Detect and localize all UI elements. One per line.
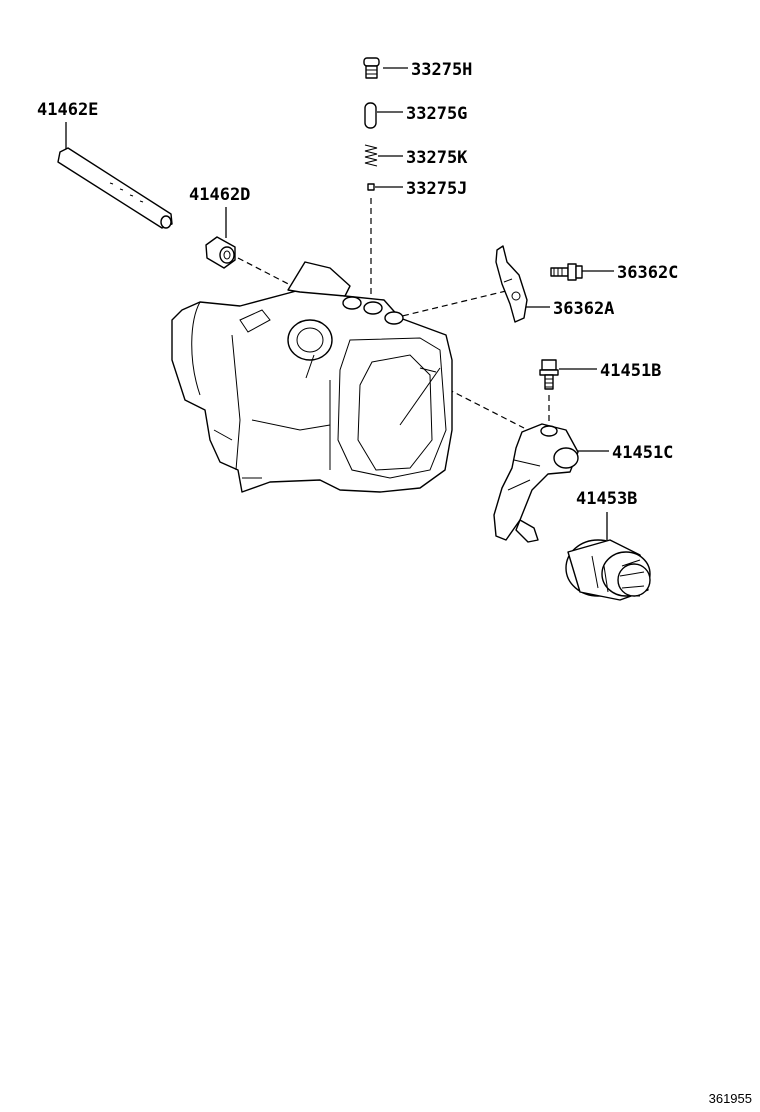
- bolt-36362C: [550, 263, 583, 281]
- label-33275K: 33275K: [406, 148, 468, 168]
- plug-33275H: [363, 57, 380, 79]
- bushing-41462D: [205, 236, 236, 269]
- label-41451B: 41451B: [600, 361, 661, 381]
- shift-rod-41462E: [57, 147, 173, 229]
- label-33275G: 33275G: [406, 104, 467, 124]
- shift-sleeve-41453B: [565, 539, 651, 601]
- label-41462E: 41462E: [37, 100, 98, 120]
- label-41462D: 41462D: [189, 185, 250, 205]
- detent-plate-36362A: [495, 245, 528, 323]
- transfer-housing: [171, 261, 453, 493]
- label-33275H: 33275H: [411, 60, 472, 80]
- illustration-id: 361955: [709, 1091, 752, 1106]
- bolt-41451B: [539, 359, 559, 390]
- label-41453B: 41453B: [576, 489, 637, 509]
- label-41451C: 41451C: [612, 443, 673, 463]
- ball-33275J: [367, 183, 375, 191]
- label-33275J: 33275J: [406, 179, 467, 199]
- label-36362A: 36362A: [553, 299, 614, 319]
- label-36362C: 36362C: [617, 263, 678, 283]
- shift-fork-41451C: [493, 423, 579, 543]
- pin-33275G: [364, 102, 377, 129]
- spring-33275K: [364, 144, 378, 167]
- leader-lines: [65, 67, 614, 540]
